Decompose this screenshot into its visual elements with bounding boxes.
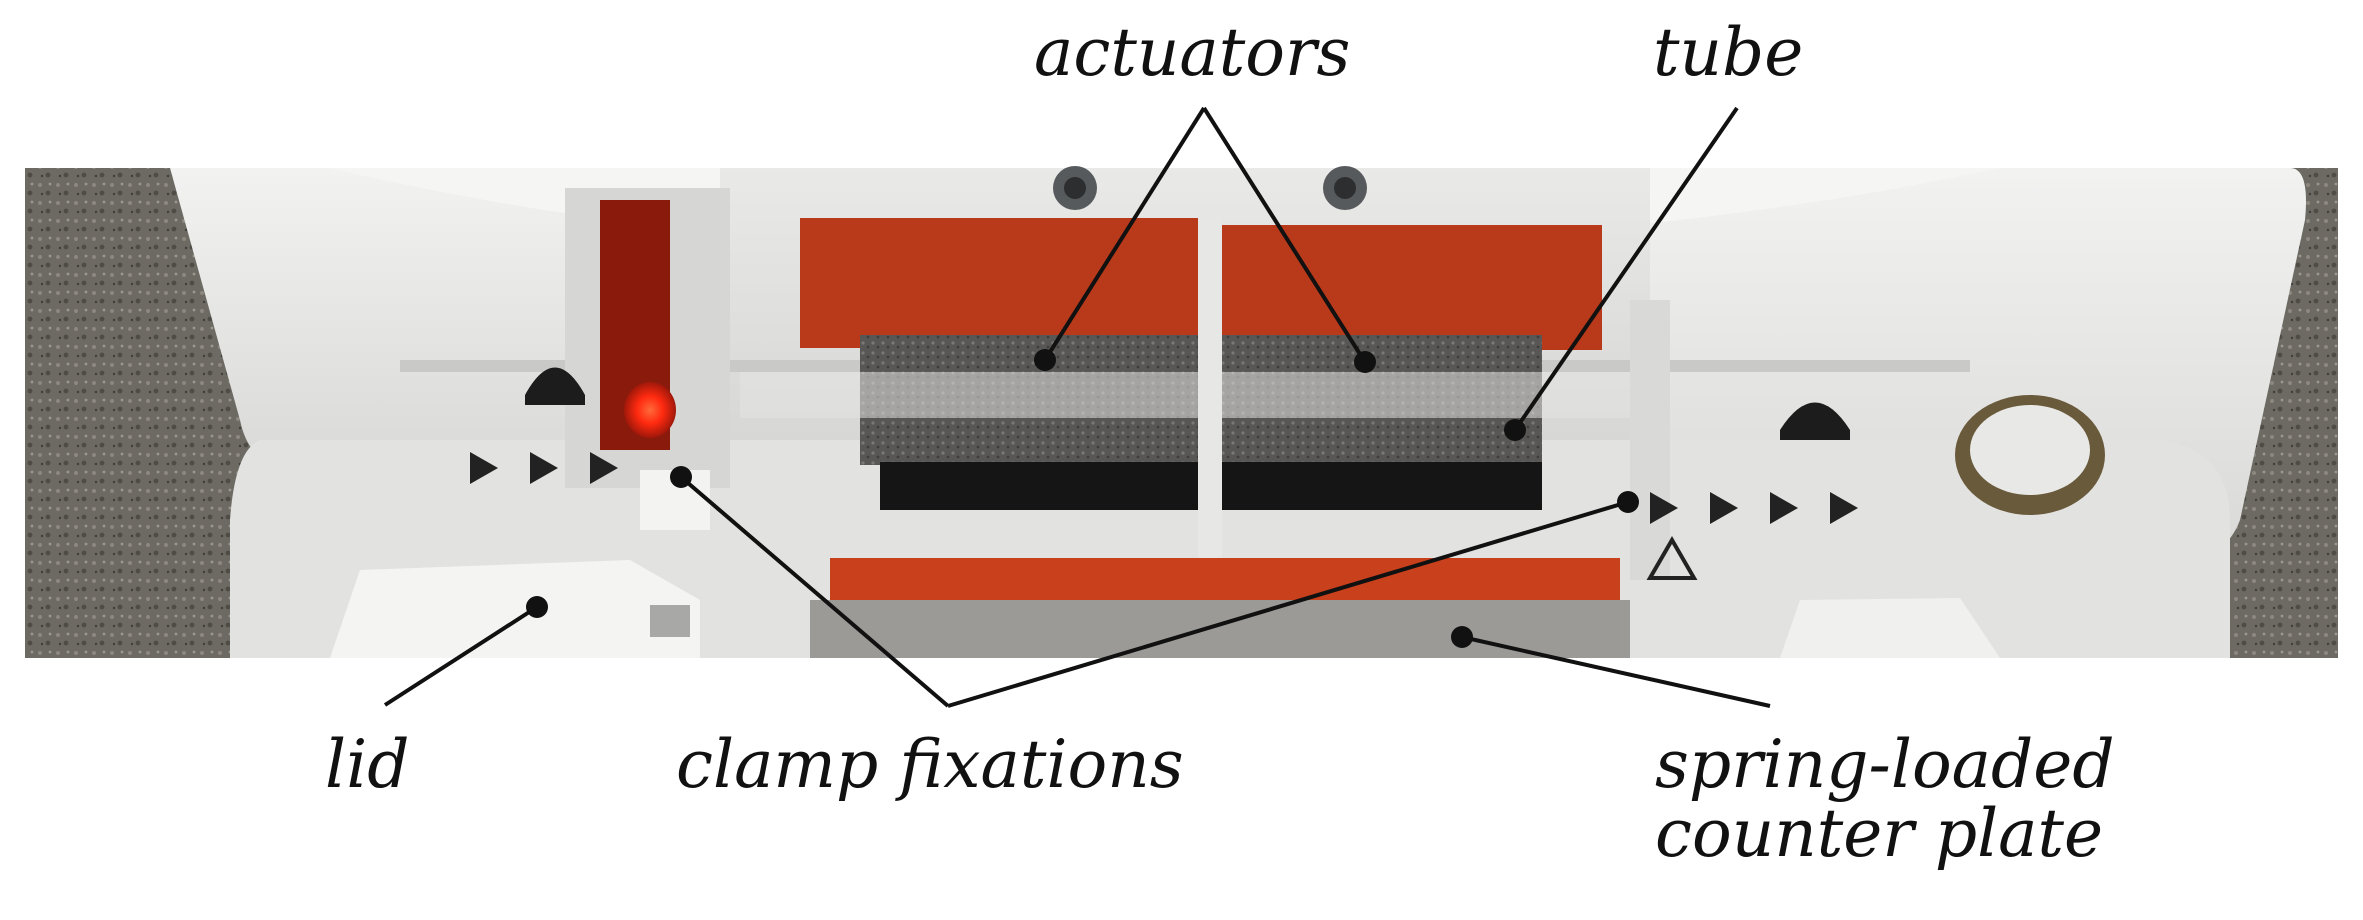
screw-icon-right (1323, 166, 1367, 210)
label-spring-loaded-counter-plate: spring-loaded counter plate (1655, 730, 2115, 869)
leader-line-actuators-right (1202, 106, 1367, 364)
label-tube: tube (1653, 14, 1804, 91)
leader-dots (526, 349, 1639, 648)
leader-dot-tube (1504, 419, 1526, 441)
leader-dot-clamp-left (670, 466, 692, 488)
counter-plate (810, 600, 1630, 658)
center-divider (1198, 218, 1222, 598)
leader-dot-clamp-right (1617, 491, 1639, 513)
arrow-markings-right (1650, 492, 1858, 524)
right-roller-face (1970, 405, 2090, 495)
indicator-led (624, 382, 676, 438)
actuator-tape-right (1222, 225, 1602, 350)
actuator-recess-right (1222, 462, 1542, 510)
leader-dot-actuators-right (1354, 351, 1376, 373)
tube (740, 372, 1630, 418)
label-clamp-fixations: clamp fixations (676, 726, 1184, 803)
label-spring-loaded-line2: counter plate (1655, 795, 2104, 873)
label-lid: lid (325, 726, 410, 803)
screw-icon-left (1053, 166, 1097, 210)
label-spring-loaded-line1: spring-loaded (1655, 726, 2115, 803)
slot-hole-left (525, 367, 585, 405)
actuator-recess-left (880, 462, 1200, 510)
right-front-latch (1780, 598, 2000, 658)
counter-plate-tape (830, 558, 1620, 606)
leader-line-lid (383, 605, 539, 707)
leader-line-spring (1461, 635, 1771, 708)
leader-dot-spring (1451, 626, 1473, 648)
lid (330, 560, 700, 658)
leader-line-clamp-right (947, 500, 1629, 708)
label-actuators: actuators (1034, 14, 1351, 91)
leader-dot-actuators-left (1034, 349, 1056, 371)
slot-hole-right (1780, 402, 1850, 440)
arrow-markings-left (470, 452, 618, 484)
housing-front-base (230, 440, 2230, 658)
leader-dot-lid (526, 596, 548, 618)
warning-icon (1646, 536, 1698, 580)
leader-line-clamp-left (679, 475, 950, 708)
clamp-fixation-right (1630, 300, 1670, 580)
leader-line-actuators-left (1043, 106, 1206, 362)
actuator-tape-left (800, 218, 1200, 348)
leader-lines (383, 106, 1771, 708)
leader-line-tube (1513, 106, 1739, 432)
lid-latch (650, 605, 690, 637)
